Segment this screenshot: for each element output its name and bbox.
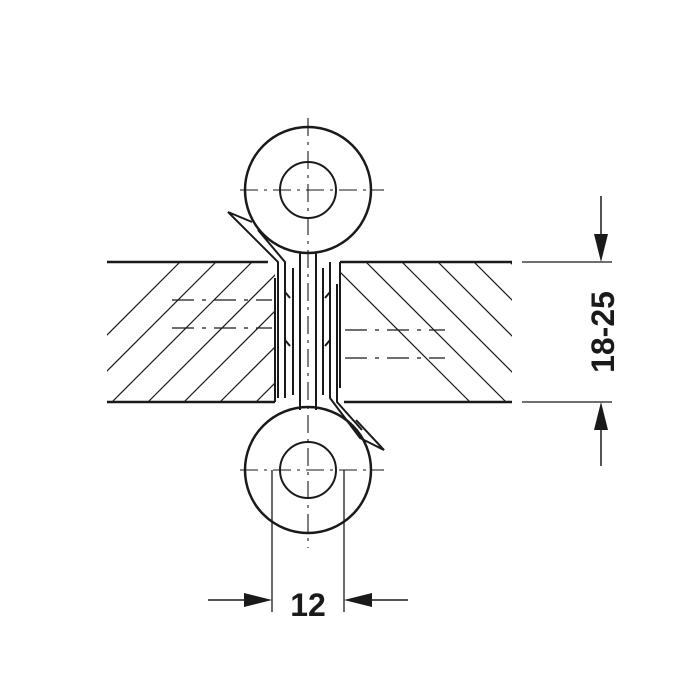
hidden-lines bbox=[172, 299, 445, 359]
right-panel-hatching bbox=[340, 262, 512, 402]
thickness-dimension-label: 18-25 bbox=[585, 291, 621, 373]
center-lines bbox=[240, 118, 384, 548]
width-arrow-right bbox=[344, 593, 372, 607]
hinge-leaves bbox=[227, 211, 385, 451]
thickness-dimension bbox=[522, 196, 612, 466]
thickness-arrow-bottom bbox=[594, 402, 608, 430]
left-panel-hatching bbox=[107, 262, 275, 402]
width-dimension bbox=[208, 470, 408, 612]
width-arrow-left bbox=[244, 593, 272, 607]
right-panel bbox=[339, 260, 512, 404]
left-panel bbox=[107, 260, 276, 404]
width-dimension-label: 12 bbox=[290, 587, 326, 623]
thickness-arrow-top bbox=[594, 234, 608, 262]
